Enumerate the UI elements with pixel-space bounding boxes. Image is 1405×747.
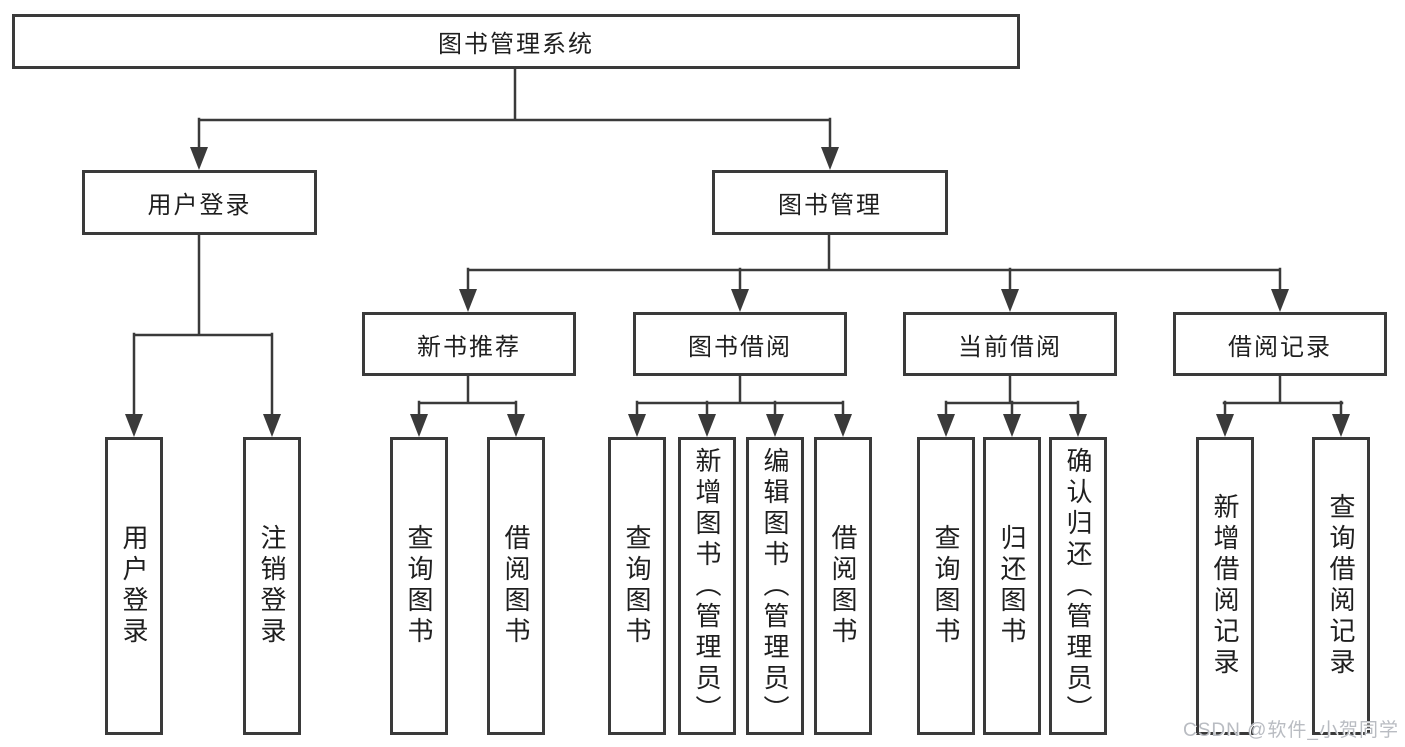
node-label: 新书推荐 (417, 333, 521, 361)
arrowhead-icon (1069, 414, 1087, 437)
node-book-borrow: 图书借阅 (633, 312, 847, 376)
arrowhead-icon (731, 289, 749, 312)
leaf-user-login: 用户登录 (105, 437, 163, 735)
arrowhead-icon (1216, 414, 1234, 437)
node-new-book-recommend: 新书推荐 (362, 312, 576, 376)
arrowhead-icon (821, 147, 839, 170)
leaf-add-books-admin: 新增图书（管理员） (678, 437, 736, 735)
arrowhead-icon (834, 414, 852, 437)
leaf-return-books: 归还图书 (983, 437, 1041, 735)
leaf-label: 确认归还（管理员） (1063, 446, 1093, 726)
arrowhead-icon (410, 414, 428, 437)
arrowhead-icon (937, 414, 955, 437)
leaf-label: 用户登录 (119, 524, 149, 648)
leaf-edit-books-admin: 编辑图书（管理员） (746, 437, 804, 735)
leaf-label: 归还图书 (997, 524, 1027, 648)
leaf-query-books-current: 查询图书 (917, 437, 975, 735)
leaf-label: 新增图书（管理员） (692, 446, 722, 726)
node-user-login: 用户登录 (82, 170, 317, 235)
arrowhead-icon (1271, 289, 1289, 312)
leaf-label: 编辑图书（管理员） (760, 446, 790, 726)
arrowhead-icon (190, 147, 208, 170)
arrowhead-icon (1001, 289, 1019, 312)
node-label: 图书借阅 (688, 333, 792, 361)
leaf-add-borrow-record: 新增借阅记录 (1196, 437, 1254, 735)
arrowhead-icon (1332, 414, 1350, 437)
leaf-label: 借阅图书 (828, 524, 858, 648)
leaf-label: 新增借阅记录 (1210, 493, 1240, 679)
arrowhead-icon (698, 414, 716, 437)
csdn-watermark: CSDN @软件_小贺同学 (1183, 720, 1399, 741)
arrowhead-icon (766, 414, 784, 437)
leaf-label: 查询图书 (931, 524, 961, 648)
node-borrow-records: 借阅记录 (1173, 312, 1387, 376)
leaf-label: 查询借阅记录 (1326, 493, 1356, 679)
leaf-confirm-return-admin: 确认归还（管理员） (1049, 437, 1107, 735)
arrowhead-icon (459, 289, 477, 312)
arrowhead-icon (507, 414, 525, 437)
leaf-query-books-recommend: 查询图书 (390, 437, 448, 735)
arrowhead-icon (125, 414, 143, 437)
arrowhead-icon (263, 414, 281, 437)
connector-records-to-leaves (1222, 373, 1344, 418)
node-label: 借阅记录 (1228, 333, 1332, 361)
leaf-label: 注销登录 (257, 524, 287, 648)
node-book-management: 图书管理 (712, 170, 948, 235)
leaf-label: 查询图书 (622, 524, 652, 648)
arrowhead-icon (628, 414, 646, 437)
leaf-borrow-books: 借阅图书 (814, 437, 872, 735)
node-label: 当前借阅 (958, 333, 1062, 361)
arrowhead-icon (1003, 414, 1021, 437)
node-library-system: 图书管理系统 (12, 14, 1020, 69)
connector-borrow-to-leaves (635, 373, 845, 418)
leaf-label: 查询图书 (404, 524, 434, 648)
connector-root-to-level2 (197, 66, 832, 152)
arrowheads (125, 147, 1350, 437)
connector-bookmgmt-to-level3 (466, 232, 1282, 293)
leaf-query-books-borrow: 查询图书 (608, 437, 666, 735)
connector-current-to-leaves (944, 373, 1080, 418)
leaf-label: 借阅图书 (501, 524, 531, 648)
connector-recommend-to-leaves (417, 373, 518, 418)
connector-userlogin-to-leaves (132, 232, 274, 418)
node-label: 图书管理 (778, 192, 882, 219)
leaf-query-borrow-record: 查询借阅记录 (1312, 437, 1370, 735)
node-label: 图书管理系统 (438, 31, 594, 58)
leaf-borrow-books-recommend: 借阅图书 (487, 437, 545, 735)
node-current-borrow: 当前借阅 (903, 312, 1117, 376)
leaf-logout: 注销登录 (243, 437, 301, 735)
node-label: 用户登录 (147, 192, 252, 219)
